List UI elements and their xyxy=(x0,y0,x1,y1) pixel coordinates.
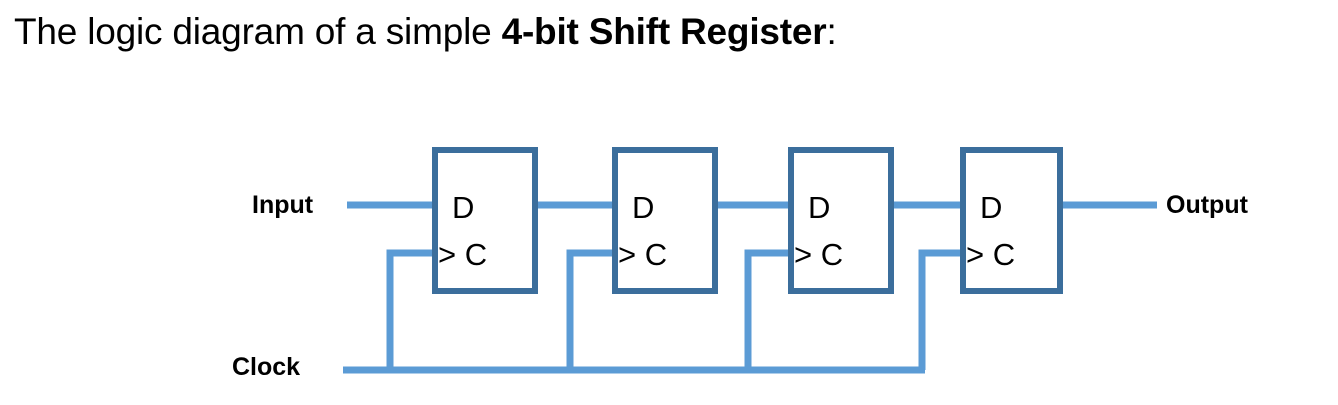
flipflop-box-3[interactable] xyxy=(788,147,894,294)
flipflop-4-d-label: D xyxy=(980,190,1003,225)
title-lead-text: The logic diagram of a simple xyxy=(14,11,502,52)
input-label: Input xyxy=(252,191,314,219)
wire-layer xyxy=(343,201,1157,374)
wire-clock-to-ff1-c xyxy=(386,249,438,370)
page-title: The logic diagram of a simple 4-bit Shif… xyxy=(14,8,837,56)
flipflop-box-2[interactable] xyxy=(612,147,718,294)
title-emphasis-text: 4-bit Shift Register xyxy=(501,11,827,52)
wire-clock-to-ff2-c xyxy=(566,249,618,370)
flipflop-boxes-layer xyxy=(432,147,1063,294)
flipflop-box-1[interactable] xyxy=(432,147,538,294)
flipflop-1-d-label: D xyxy=(452,190,475,225)
output-label: Output xyxy=(1166,191,1248,219)
flipflop-box-4[interactable] xyxy=(960,147,1063,294)
wire-clock-to-ff3-c xyxy=(744,249,794,370)
flipflop-4-c-label: > C xyxy=(966,237,1016,272)
flipflop-1-c-label: > C xyxy=(438,237,488,272)
flipflop-3-d-label: D xyxy=(808,190,831,225)
title-tail-text: : xyxy=(826,11,837,52)
wire-clock-to-ff4-c xyxy=(918,249,966,370)
flipflop-2-d-label: D xyxy=(632,190,655,225)
flipflop-2-c-label: > C xyxy=(618,237,668,272)
flipflop-3-c-label: > C xyxy=(794,237,844,272)
clock-label: Clock xyxy=(232,353,301,381)
